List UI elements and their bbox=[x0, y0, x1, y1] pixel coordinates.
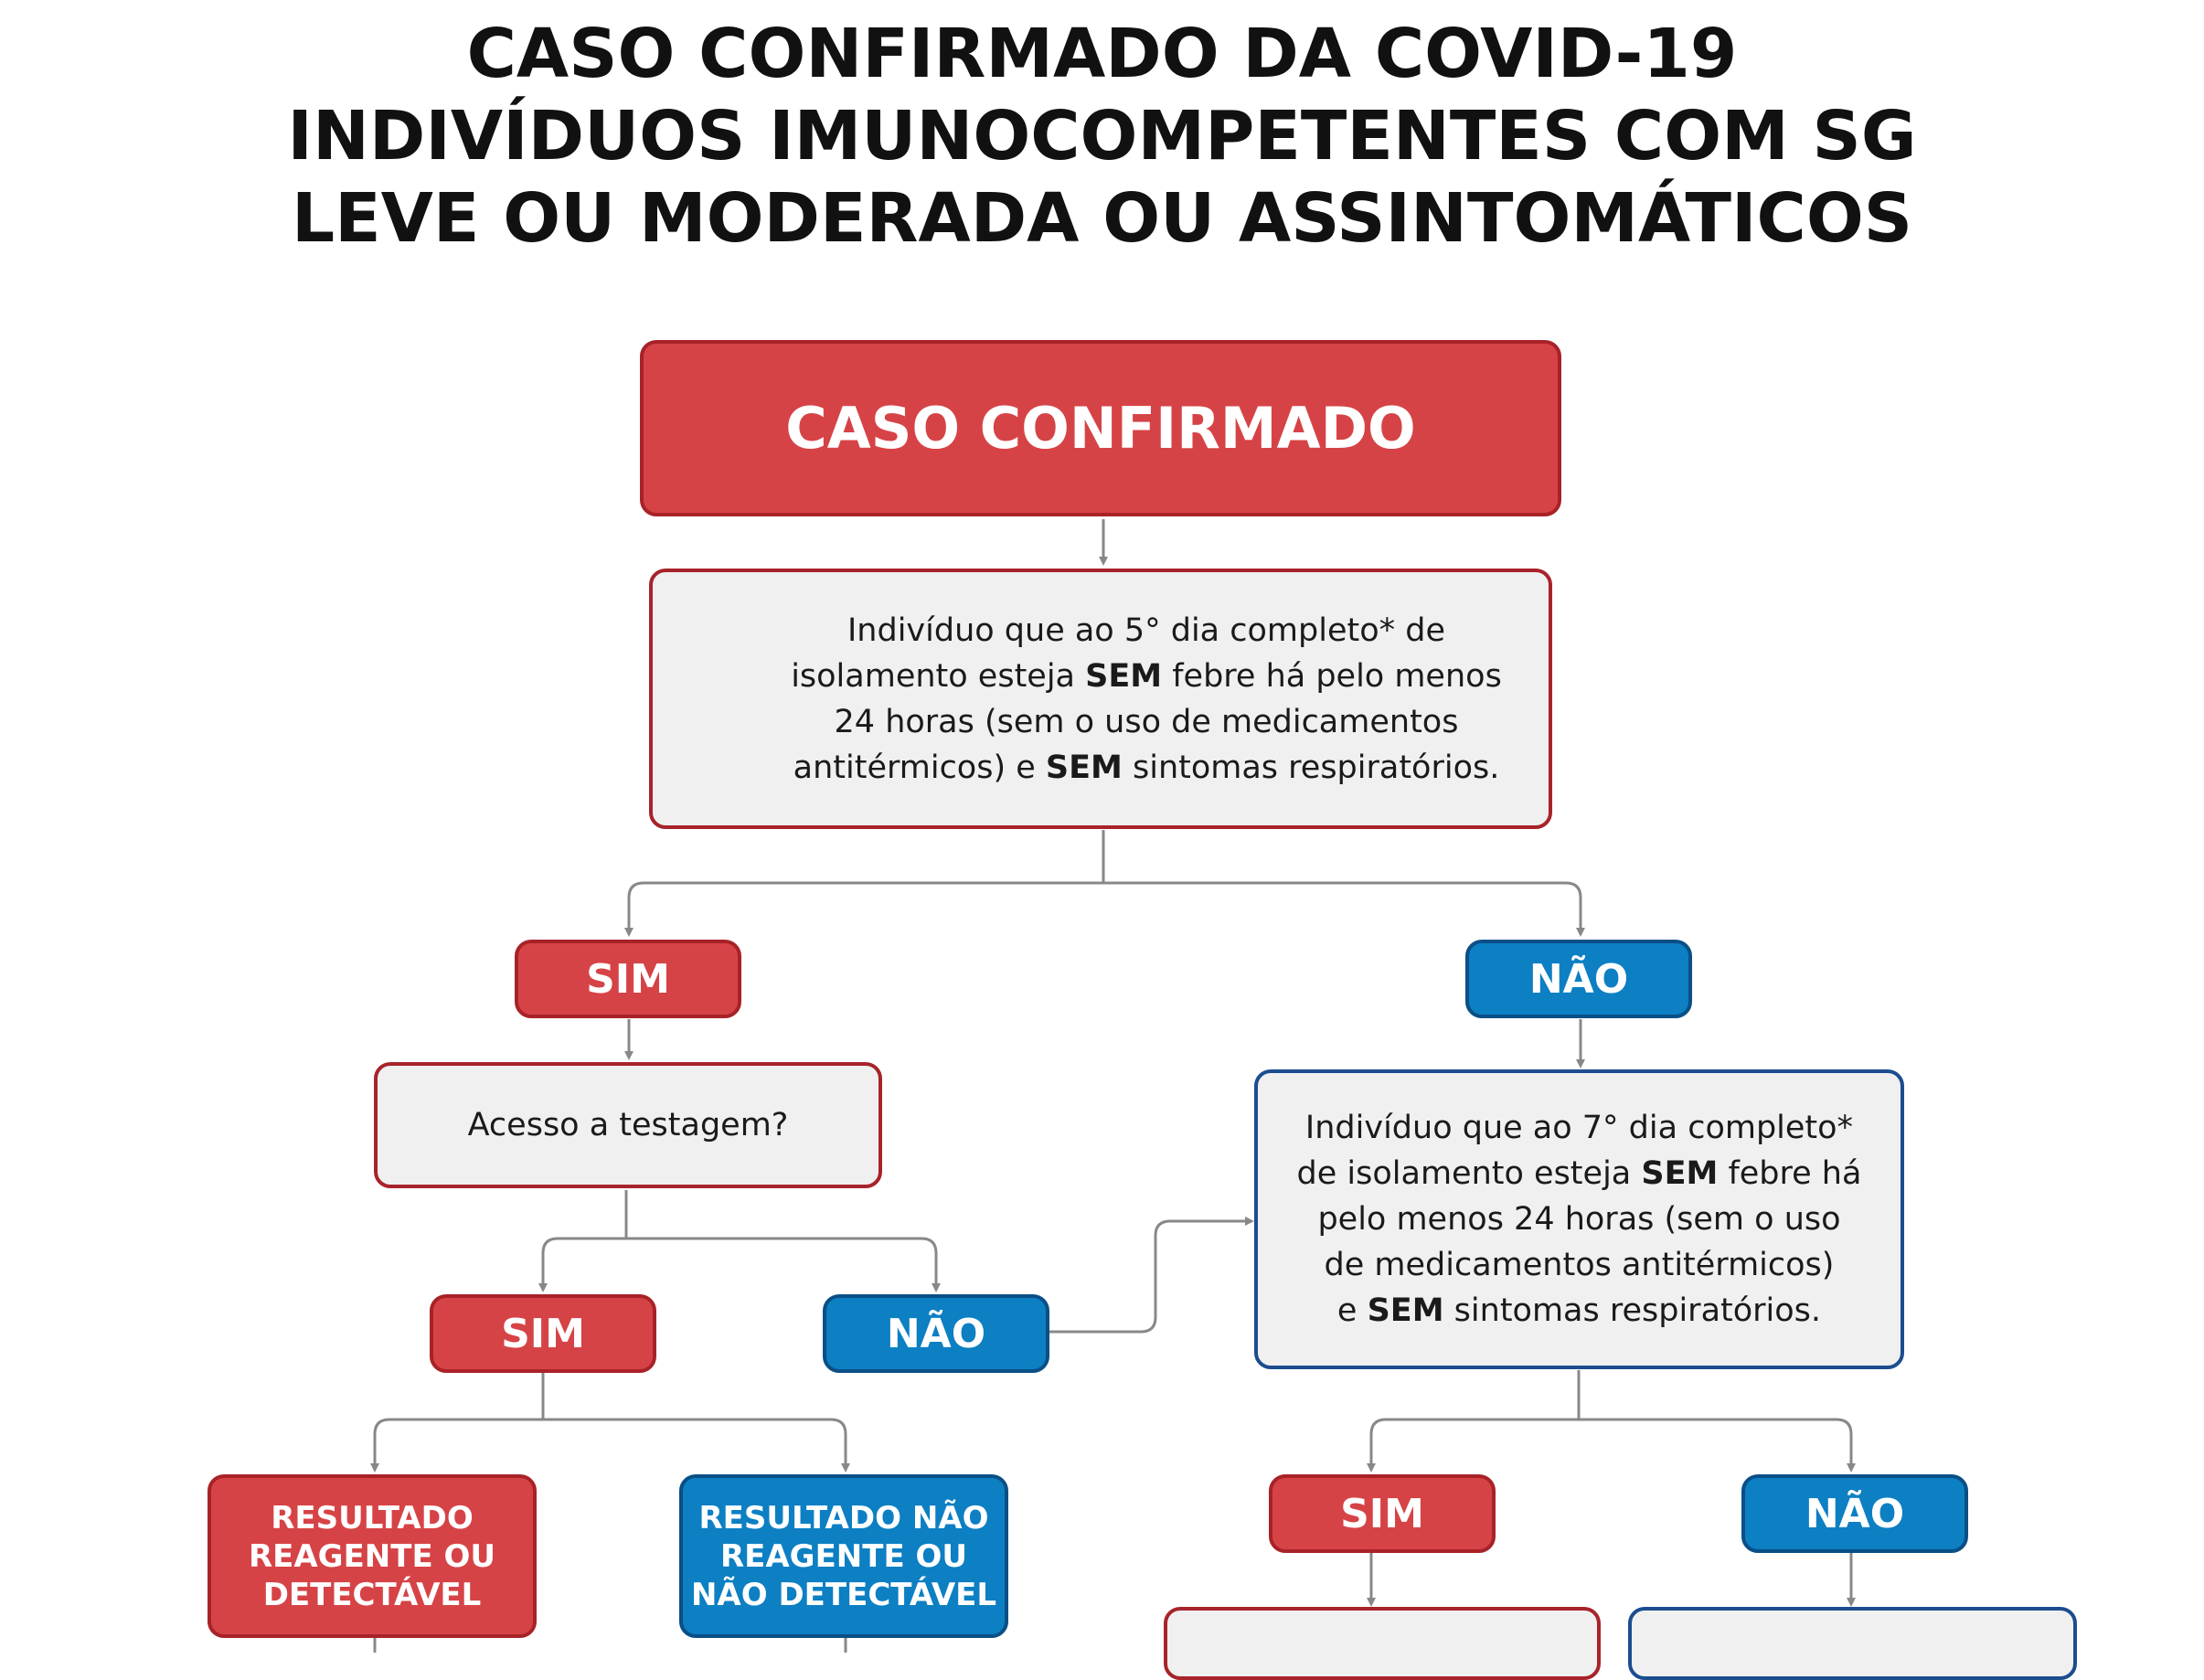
day7-condition-text: Indivíduo que ao 7° dia completo* de iso… bbox=[1296, 1110, 1862, 1329]
connector-sim-to-negative bbox=[543, 1418, 850, 1473]
connector-question-to-nao bbox=[626, 1237, 941, 1292]
confirmed-case-box: CASO CONFIRMADO bbox=[640, 340, 1561, 516]
testing-question-box: Acesso a testagem? bbox=[374, 1062, 882, 1188]
day7-condition-box: Indivíduo que ao 7° dia completo* de iso… bbox=[1254, 1069, 1904, 1369]
title-line-1: CASO CONFIRMADO DA COVID-19 bbox=[466, 15, 1738, 93]
connector-day5-to-nao bbox=[1103, 881, 1585, 937]
connector-day7-to-nao bbox=[1579, 1418, 1856, 1473]
day7-yes-pill: SIM bbox=[1269, 1474, 1496, 1553]
confirmed-case-label: CASO CONFIRMADO bbox=[785, 395, 1416, 462]
result-positive-box: RESULTADO REAGENTE OU DETECTÁVEL bbox=[208, 1474, 537, 1638]
connector-nao-to-day7-side bbox=[1049, 1217, 1254, 1334]
day7-yes-outcome-box bbox=[1164, 1607, 1601, 1680]
connector-day7-to-sim bbox=[1367, 1418, 1579, 1473]
connector-sim-to-positive bbox=[370, 1418, 543, 1473]
day7-no-outcome-box bbox=[1628, 1607, 2077, 1680]
page-title: CASO CONFIRMADO DA COVID-19 INDIVÍDUOS I… bbox=[0, 13, 2204, 260]
day7-no-pill: NÃO bbox=[1741, 1474, 1968, 1553]
testing-no-pill: NÃO bbox=[823, 1294, 1049, 1373]
day5-condition-box: Indivíduo que ao 5° dia completo* de iso… bbox=[649, 569, 1552, 829]
title-line-3: LEVE OU MODERADA OU ASSINTOMÁTICOS bbox=[291, 179, 1913, 258]
day5-condition-text: Indivíduo que ao 5° dia completo* de iso… bbox=[791, 611, 1502, 786]
connector-question-to-sim bbox=[538, 1237, 626, 1292]
day5-no-pill: NÃO bbox=[1465, 940, 1692, 1018]
result-negative-box: RESULTADO NÃO REAGENTE OU NÃO DETECTÁVEL bbox=[679, 1474, 1008, 1638]
testing-question-text: Acesso a testagem? bbox=[467, 1107, 789, 1143]
testing-yes-pill: SIM bbox=[430, 1294, 656, 1373]
connector-day5-to-sim bbox=[624, 881, 1103, 937]
title-line-2: INDIVÍDUOS IMUNOCOMPETENTES COM SG bbox=[287, 97, 1917, 175]
day5-yes-pill: SIM bbox=[515, 940, 741, 1018]
